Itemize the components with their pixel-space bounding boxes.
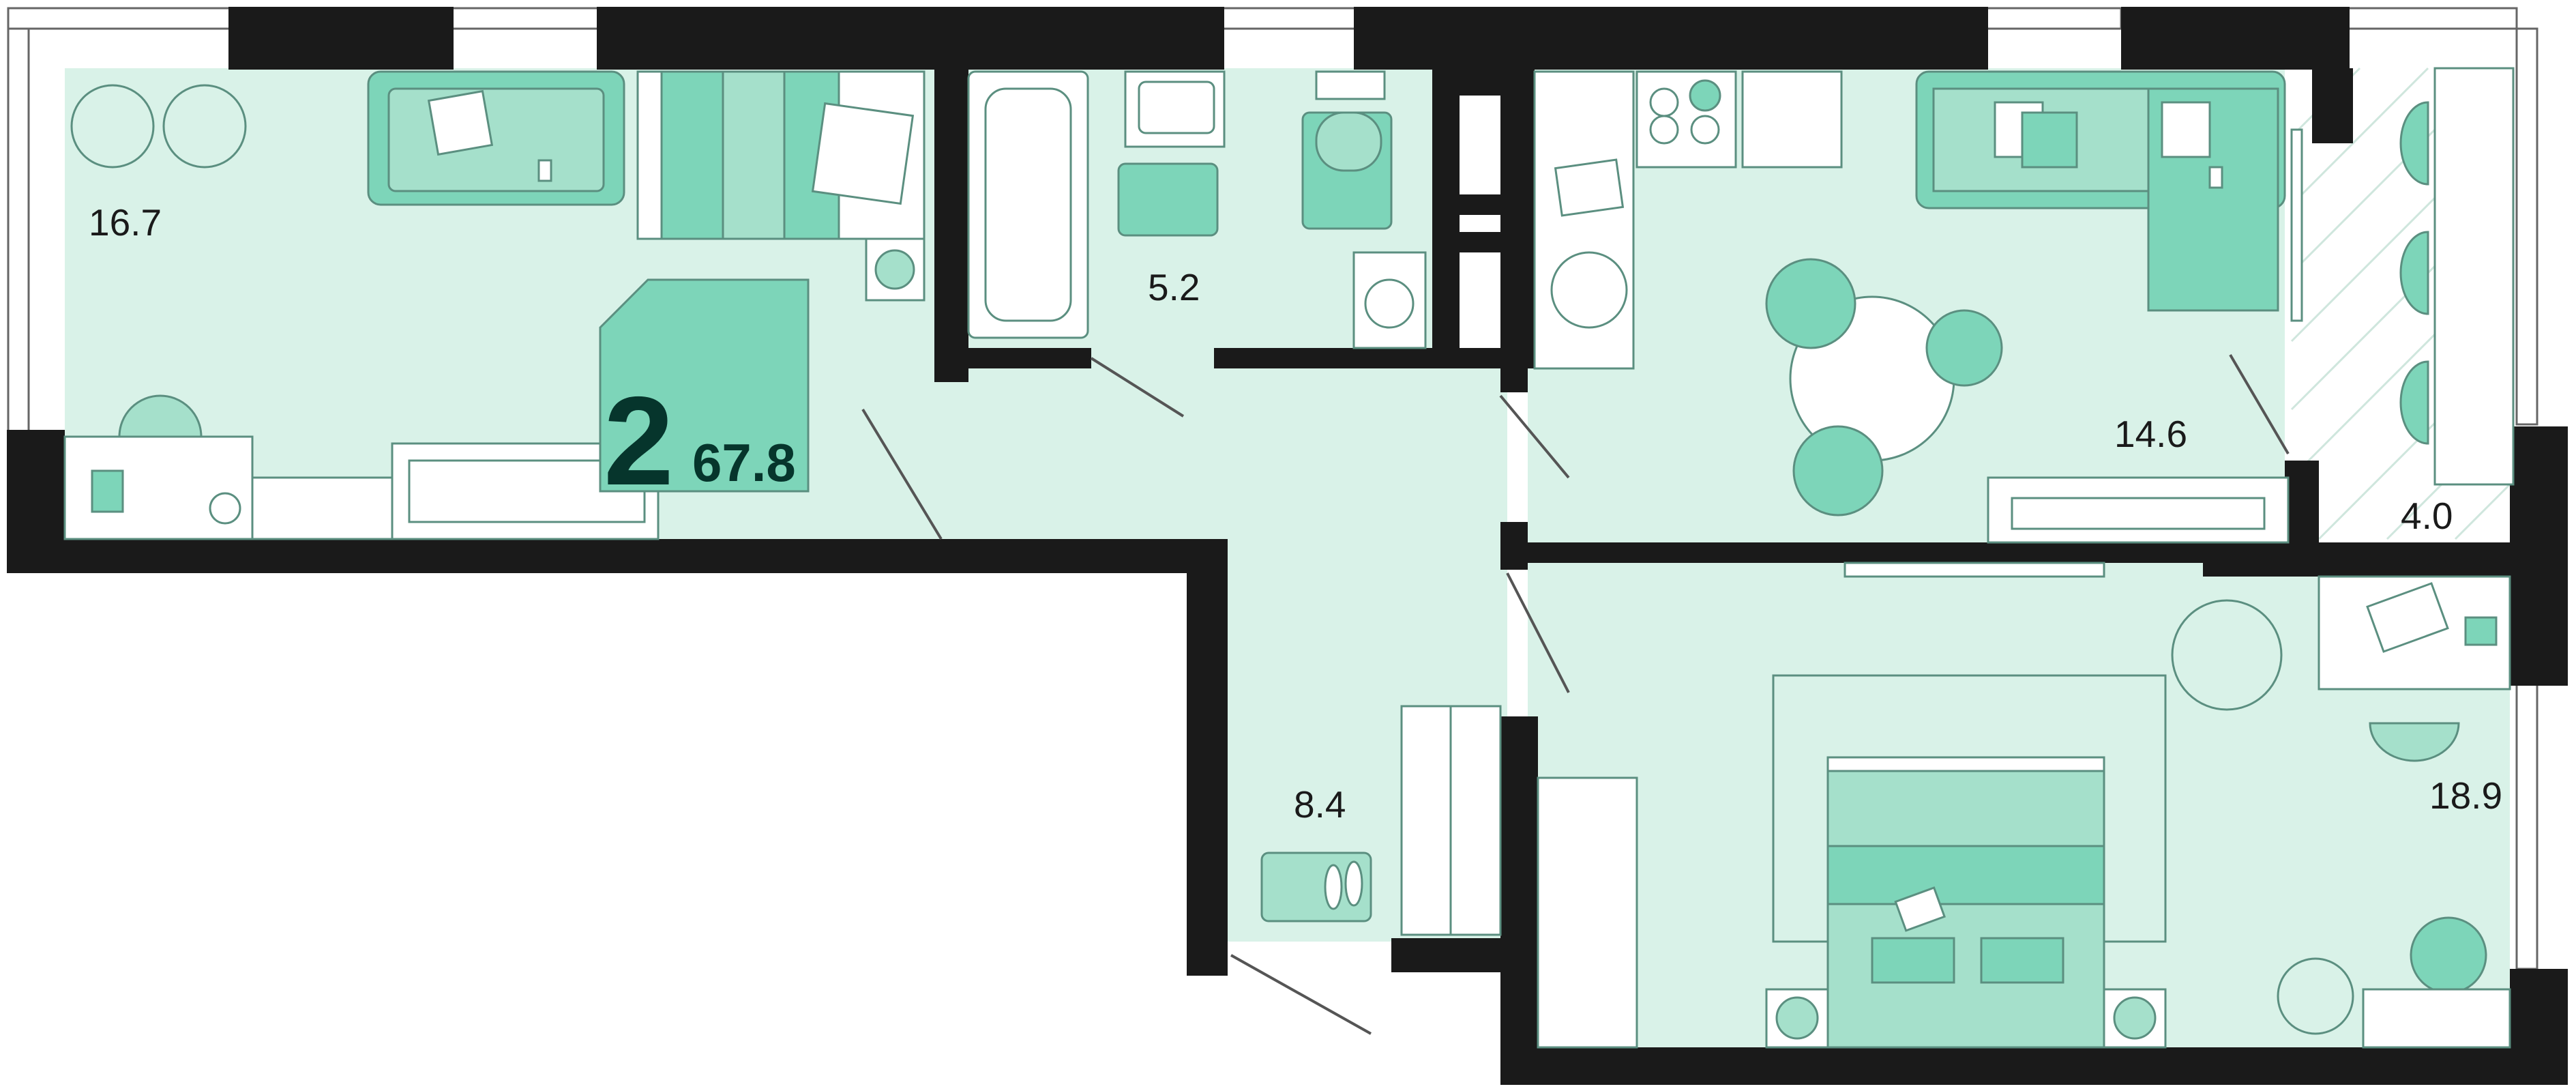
room-area-16-7: 16.7 — [89, 201, 162, 244]
room-16-7-furniture — [63, 70, 926, 540]
window-frames — [7, 7, 2538, 970]
kitchen-living-furniture — [1533, 70, 2303, 544]
bedroom-furniture — [1537, 562, 2511, 1049]
rooms-count: 2 — [604, 371, 674, 512]
room-area-18-9: 18.9 — [2429, 774, 2502, 817]
hallway-furniture — [1260, 705, 1502, 936]
doors — [861, 353, 2290, 1035]
balcony-furniture — [2399, 67, 2515, 486]
room-area-4-0: 4.0 — [2401, 495, 2453, 537]
area-badge: 2 67.8 — [604, 371, 796, 512]
total-area: 67.8 — [692, 433, 796, 493]
bathroom-furniture — [967, 70, 1427, 349]
room-labels: 16.7 5.2 14.6 4.0 8.4 18.9 — [89, 201, 2502, 826]
room-area-14-6: 14.6 — [2114, 413, 2187, 455]
room-area-5-2: 5.2 — [1148, 266, 1200, 308]
room-area-8-4: 8.4 — [1294, 783, 1346, 826]
walls — [7, 7, 2568, 1085]
